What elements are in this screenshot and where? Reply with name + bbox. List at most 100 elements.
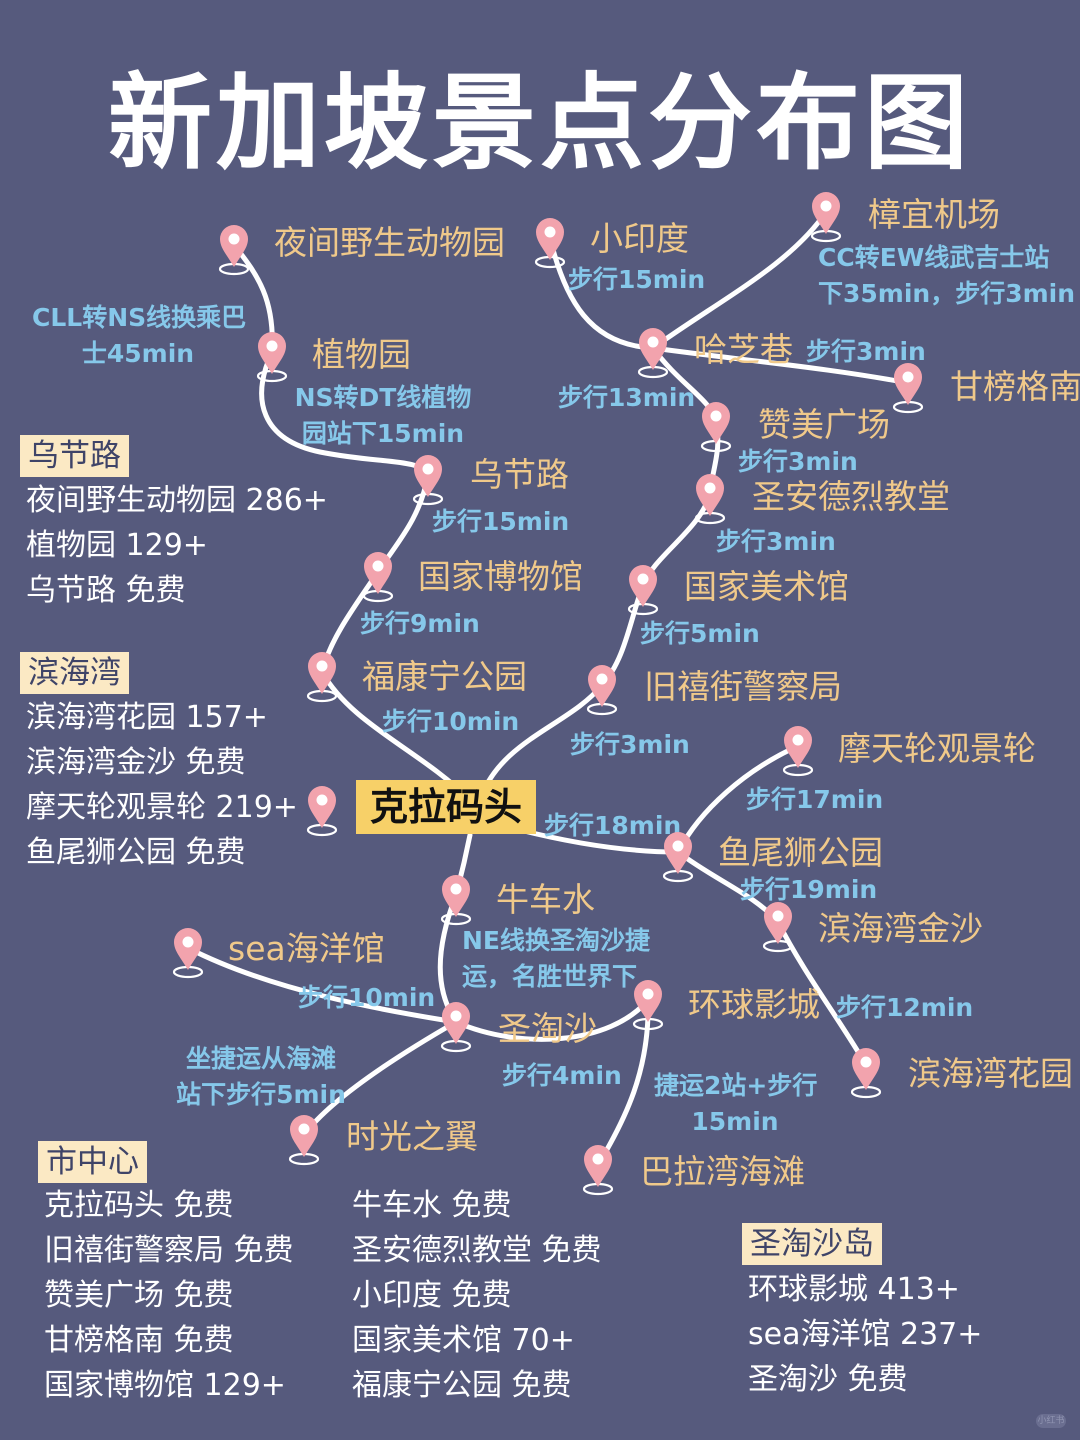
place-st-andrews: 圣安德烈教堂 bbox=[752, 477, 950, 516]
note-wings-transit: 坐捷运从海滩 站下步行5min bbox=[176, 1041, 346, 1114]
note-botanic-transit: NS转DT线植物 园站下15min bbox=[294, 380, 472, 453]
location-pin-icon[interactable] bbox=[585, 663, 619, 721]
list-item: 旧禧街警察局 免费 bbox=[44, 1233, 294, 1268]
note-police-walk: 步行3min bbox=[570, 730, 690, 759]
location-pin-icon[interactable] bbox=[626, 563, 660, 621]
note-little-india-walk: 步行15min bbox=[568, 265, 706, 294]
route-botanic-orchard bbox=[259, 349, 431, 478]
location-pin-icon[interactable] bbox=[636, 326, 670, 384]
list-item: 滨海湾金沙 免费 bbox=[26, 745, 246, 780]
note-mbs-walk: 步行19min bbox=[740, 875, 878, 904]
note-haji-walk: 步行3min bbox=[806, 337, 926, 366]
note-chinatown-transit: NE线换圣淘沙捷 运，名胜世界下 bbox=[462, 923, 650, 996]
place-haji-lane: 哈芝巷 bbox=[694, 330, 793, 369]
place-gardens-by-the-bay: 滨海湾花园 bbox=[908, 1054, 1073, 1093]
list-city-col2: 牛车水 免费 圣安德烈教堂 免费 小印度 免费 国家美术馆 70+ 福康宁公园 … bbox=[352, 1183, 602, 1408]
note-museum-walk: 步行9min bbox=[360, 609, 480, 638]
place-botanic-gardens: 植物园 bbox=[312, 335, 411, 374]
section-heading-city-centre: 市中心 bbox=[38, 1141, 147, 1183]
list-item: 夜间野生动物园 286+ bbox=[26, 483, 328, 518]
place-kampong-glam: 甘榜格南 bbox=[950, 367, 1080, 406]
location-pin-icon[interactable] bbox=[849, 1046, 883, 1104]
list-item: sea海洋馆 237+ bbox=[748, 1317, 983, 1352]
note-fort-walk: 步行10min bbox=[382, 707, 520, 736]
note-gallery-walk: 步行5min bbox=[640, 619, 760, 648]
place-national-gallery: 国家美术馆 bbox=[684, 567, 849, 606]
location-pin-icon[interactable] bbox=[287, 1113, 321, 1171]
list-item: 植物园 129+ bbox=[26, 528, 208, 563]
place-changi-airport: 樟宜机场 bbox=[868, 195, 1000, 234]
location-pin-icon[interactable] bbox=[171, 926, 205, 984]
location-pin-icon[interactable] bbox=[631, 978, 665, 1036]
list-item: 摩天轮观景轮 219+ bbox=[26, 790, 298, 825]
location-pin-icon[interactable] bbox=[533, 216, 567, 274]
place-palawan-beach: 巴拉湾海滩 bbox=[640, 1152, 805, 1191]
note-palawan-transit: 捷运2站+步行 15min bbox=[654, 1068, 818, 1141]
list-city-col1: 克拉码头 免费 旧禧街警察局 免费 赞美广场 免费 甘榜格南 免费 国家博物馆 … bbox=[44, 1183, 294, 1408]
note-line: 捷运2站+步行 bbox=[654, 1071, 818, 1100]
route-changi-haji bbox=[650, 209, 829, 351]
route-hub-merlion bbox=[517, 827, 681, 855]
note-line: 士45min bbox=[81, 339, 195, 369]
note-line: NS转DT线植物 bbox=[294, 383, 472, 412]
place-chijmes: 赞美广场 bbox=[758, 405, 890, 444]
location-pin-icon[interactable] bbox=[217, 223, 251, 281]
location-pin-icon[interactable] bbox=[305, 784, 339, 842]
location-pin-icon[interactable] bbox=[255, 330, 289, 388]
section-heading-orchard: 乌节路 bbox=[20, 435, 129, 477]
location-pin-icon[interactable] bbox=[361, 550, 395, 608]
note-orchard-walk: 步行15min bbox=[432, 507, 570, 536]
section-heading-sentosa: 圣淘沙岛 bbox=[742, 1223, 882, 1265]
list-item: 福康宁公园 免费 bbox=[352, 1368, 572, 1403]
note-kampong-walk: 步行13min bbox=[558, 383, 696, 412]
list-item: 圣淘沙 免费 bbox=[748, 1362, 908, 1397]
place-national-museum: 国家博物馆 bbox=[418, 557, 583, 596]
place-sentosa: 圣淘沙 bbox=[498, 1009, 597, 1048]
location-pin-icon[interactable] bbox=[411, 453, 445, 511]
note-line: 坐捷运从海滩 bbox=[185, 1044, 336, 1073]
route-uss-palawan bbox=[595, 997, 651, 1168]
list-item: 小印度 免费 bbox=[352, 1278, 512, 1313]
location-pin-icon[interactable] bbox=[699, 400, 733, 458]
list-orchard: 夜间野生动物园 286+ 植物园 129+ 乌节路 免费 bbox=[26, 478, 328, 613]
location-pin-icon[interactable] bbox=[693, 472, 727, 530]
note-line: CLL转NS线换乘巴 bbox=[32, 303, 247, 332]
location-pin-icon[interactable] bbox=[581, 1143, 615, 1201]
list-item: 克拉码头 免费 bbox=[44, 1188, 234, 1223]
note-line: 下35min，步行3min bbox=[818, 279, 1076, 309]
location-pin-icon[interactable] bbox=[781, 724, 815, 782]
place-little-india: 小印度 bbox=[590, 219, 689, 258]
location-pin-icon[interactable] bbox=[439, 1000, 473, 1058]
list-item: 滨海湾花园 157+ bbox=[26, 700, 268, 735]
location-pin-icon[interactable] bbox=[809, 190, 843, 248]
place-old-hill-police: 旧禧街警察局 bbox=[644, 667, 842, 706]
place-fort-canning: 福康宁公园 bbox=[362, 657, 527, 696]
note-night-safari-transit: CLL转NS线换乘巴 士45min bbox=[32, 300, 247, 373]
route-sentosa-uss bbox=[453, 997, 651, 1042]
location-pin-icon[interactable] bbox=[439, 873, 473, 931]
note-chijmes-walk: 步行3min bbox=[738, 447, 858, 476]
note-gardens-walk: 步行12min bbox=[836, 993, 974, 1022]
list-marina: 滨海湾花园 157+ 滨海湾金沙 免费 摩天轮观景轮 219+ 鱼尾狮公园 免费 bbox=[26, 695, 298, 875]
note-line: CC转EW线武吉士站 bbox=[818, 243, 1050, 272]
location-pin-icon[interactable] bbox=[891, 361, 925, 419]
place-merlion-park: 鱼尾狮公园 bbox=[718, 833, 883, 872]
list-item: 牛车水 免费 bbox=[352, 1188, 512, 1223]
place-marina-bay-sands: 滨海湾金沙 bbox=[818, 909, 983, 948]
list-item: 乌节路 免费 bbox=[26, 573, 186, 608]
location-pin-icon[interactable] bbox=[761, 900, 795, 958]
watermark-logo: 小红书 bbox=[1036, 1414, 1066, 1428]
place-wings-of-time: 时光之翼 bbox=[346, 1117, 478, 1156]
route-aquarium-sentosa bbox=[185, 945, 459, 1025]
location-pin-icon[interactable] bbox=[661, 830, 695, 888]
note-uss-walk: 步行4min bbox=[502, 1061, 622, 1090]
route-haji-kampong bbox=[650, 345, 911, 386]
note-merlion-walk: 步行18min bbox=[544, 811, 682, 840]
note-line: NE线换圣淘沙捷 bbox=[462, 926, 651, 955]
note-line: 站下步行5min bbox=[176, 1080, 346, 1110]
place-universal-studios: 环球影城 bbox=[688, 985, 820, 1024]
page-title: 新加坡景点分布图 bbox=[107, 62, 972, 184]
location-pin-icon[interactable] bbox=[305, 650, 339, 708]
note-line: 运，名胜世界下 bbox=[462, 962, 638, 992]
